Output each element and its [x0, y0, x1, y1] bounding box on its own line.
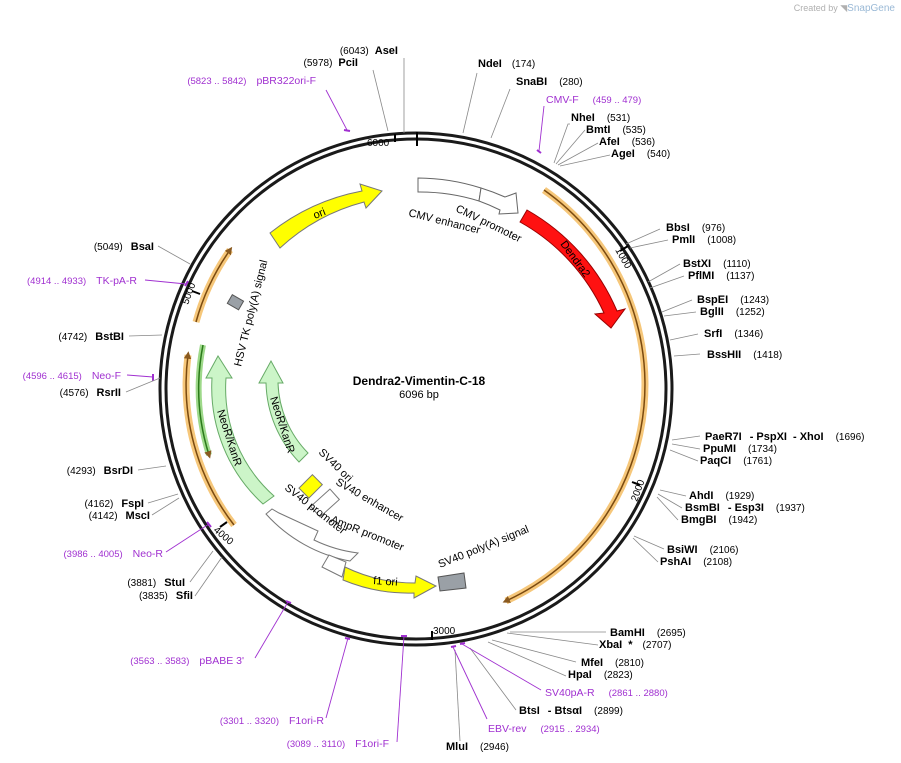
enzyme-snabi[interactable]: SnaBI(280): [516, 76, 583, 88]
primer-pbr322ori-f[interactable]: (5823 .. 5842)pBR322ori-F: [187, 75, 316, 87]
enzyme-bbsi[interactable]: BbsI(976): [666, 222, 725, 234]
enzyme-ppumi[interactable]: PpuMI(1734): [703, 443, 777, 455]
feature-label-sv40-ori: SV40 ori: [316, 447, 355, 485]
feature-dendra2[interactable]: [519, 209, 627, 329]
feature-sv40-promoter[interactable]: [265, 508, 360, 562]
enzyme-bsai[interactable]: (5049)BsaI: [94, 241, 154, 253]
feature-cmv-promoter[interactable]: [478, 187, 519, 215]
enzyme-bstbi[interactable]: (4742)BstBI: [58, 331, 124, 343]
enzyme-hpai[interactable]: HpaI(2823): [568, 669, 633, 681]
primer-cmv-f[interactable]: CMV-F(459 .. 479): [546, 94, 641, 106]
primer-ebv-rev[interactable]: EBV-rev(2915 .. 2934): [488, 723, 600, 735]
enzyme-pflmi[interactable]: PflMI(1137): [688, 270, 754, 282]
enzyme-rsrii[interactable]: (4576)RsrII: [60, 387, 121, 399]
enzyme-bsrdi[interactable]: (4293)BsrDI: [67, 465, 133, 477]
feature-f1-ori[interactable]: [342, 566, 438, 599]
plasmid-name: Dendra2-Vimentin-C-18: [353, 374, 486, 388]
enzyme-msci[interactable]: (4142)MscI: [89, 510, 150, 522]
primer-marks: [152, 129, 542, 648]
feature-sv40-enhancer[interactable]: [309, 488, 341, 518]
enzyme-agei[interactable]: AgeI(540): [611, 148, 670, 160]
enzyme-bamhi[interactable]: BamHI(2695): [610, 627, 686, 639]
plasmid-backbone: [158, 131, 674, 647]
enzyme-xbai[interactable]: XbaI*(2707): [599, 639, 671, 651]
enzyme-leader-lines: [125, 58, 701, 742]
feature-label-neor-kanr-inner: NeoR/KanR: [267, 395, 297, 455]
enzyme-srfi[interactable]: SrfI(1346): [704, 328, 763, 340]
tick-label-6000: 6000: [367, 138, 390, 149]
enzyme-bsshii[interactable]: BssHII(1418): [707, 349, 782, 361]
enzyme-paqci[interactable]: PaqCI(1761): [700, 455, 772, 467]
feature-hsv-tk-polya[interactable]: [226, 293, 245, 311]
feature-label-ori: ori: [312, 206, 328, 222]
enzyme-bglii[interactable]: BglII(1252): [700, 306, 765, 318]
primer-sv40pa-r[interactable]: SV40pA-R(2861 .. 2880): [545, 687, 668, 699]
enzyme-mlui[interactable]: MluI(2946): [446, 741, 509, 753]
enzyme-stui[interactable]: (3881)StuI: [127, 577, 185, 589]
feature-neor-kanr-inner[interactable]: [258, 359, 309, 463]
enzyme-fspi[interactable]: (4162)FspI: [84, 498, 144, 510]
feature-label-sv40-polya: SV40 poly(A) signal: [437, 523, 531, 570]
plasmid-size: 6096 bp: [399, 389, 439, 401]
enzyme-nhei[interactable]: NheI(531): [571, 112, 630, 124]
enzyme-pmli[interactable]: PmlI(1008): [672, 234, 736, 246]
enzyme-mfei[interactable]: MfeI(2810): [581, 657, 644, 669]
enzyme-bsmbi-esp3i[interactable]: BsmBI- Esp3I(1937): [685, 502, 805, 514]
primer-tk-pa-r[interactable]: (4914 .. 4933)TK-pA-R: [27, 275, 137, 287]
enzyme-paer7i-pspxi-xhoi[interactable]: PaeR7I- PspXI- XhoI(1696): [705, 431, 864, 443]
enzyme-btsi-btsai[interactable]: BtsI- BtsαI(2899): [519, 705, 623, 717]
enzyme-ahdi[interactable]: AhdI(1929): [689, 490, 754, 502]
enzyme-ndei[interactable]: NdeI(174): [478, 58, 535, 70]
feature-label-hsv-tk-polya: HSV TK poly(A) signal: [232, 259, 270, 368]
enzyme-sfii[interactable]: (3835)SfiI: [139, 590, 193, 602]
primer-pbabe-3[interactable]: (3563 .. 3583)pBABE 3': [130, 655, 244, 667]
feature-sv40-polya[interactable]: [437, 572, 467, 592]
enzyme-bspei[interactable]: BspEI(1243): [697, 294, 769, 306]
enzyme-pcii[interactable]: (5978)PciI: [304, 57, 358, 69]
feature-ori[interactable]: [269, 183, 383, 249]
primer-f1ori-r[interactable]: (3301 .. 3320)F1ori-R: [220, 715, 325, 727]
primer-f1ori-f[interactable]: (3089 .. 3110)F1ori-F: [287, 738, 389, 750]
primer-neo-f[interactable]: (4596 .. 4615)Neo-F: [23, 370, 121, 382]
feature-label-dendra2: Dendra2: [558, 239, 593, 280]
tick-label-3000: 3000: [433, 626, 456, 637]
feature-label-f1-ori: f1 ori: [373, 575, 398, 589]
snapgene-logo-icon: ◥: [840, 3, 848, 13]
enzyme-bsiwi[interactable]: BsiWI(2106): [667, 544, 738, 556]
feature-neor-kanr-outer[interactable]: [205, 355, 275, 505]
enzyme-bmti[interactable]: BmtI(535): [586, 124, 646, 136]
orf-arcs: [182, 187, 649, 605]
snapgene-brand: Created by ◥SnapGene: [793, 3, 895, 14]
enzyme-asei[interactable]: (6043)AseI: [340, 45, 398, 57]
enzyme-bstxi[interactable]: BstXI(1110): [683, 258, 751, 270]
primer-leader-lines: [126, 89, 545, 743]
feature-sv40-ori[interactable]: [298, 473, 324, 499]
enzyme-bmgbi[interactable]: BmgBI(1942): [681, 514, 757, 526]
primer-neo-r[interactable]: (3986 .. 4005)Neo-R: [64, 548, 164, 560]
enzyme-pshai[interactable]: PshAI(2108): [660, 556, 732, 568]
enzyme-afei[interactable]: AfeI(536): [599, 136, 655, 148]
feature-cmv-enhancer[interactable]: [417, 177, 482, 202]
